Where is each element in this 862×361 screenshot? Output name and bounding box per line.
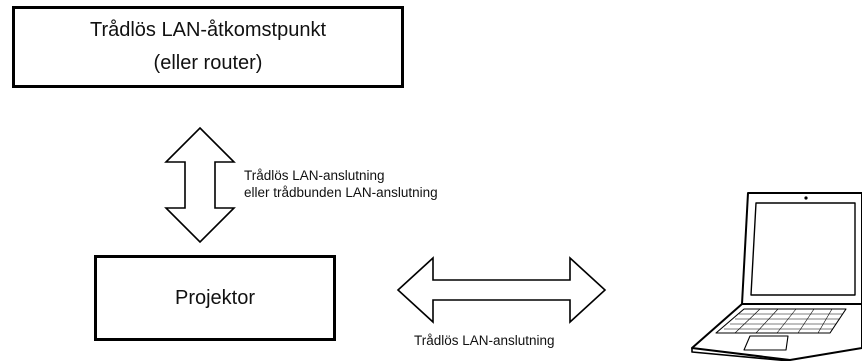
horizontal-double-arrow-icon: [396, 256, 607, 324]
laptop-icon: [691, 192, 862, 361]
access-point-title: Trådlös LAN-åtkomstpunkt: [89, 19, 326, 41]
connection-line-2: eller trådbunden LAN-anslutning: [244, 185, 438, 200]
vertical-double-arrow-icon: [164, 126, 236, 244]
projector-laptop-connection-label: Trådlös LAN-anslutning: [414, 333, 555, 348]
projector-box: Projektor: [94, 255, 336, 341]
access-point-subtitle: (eller router): [153, 52, 263, 74]
connection-line-1: Trådlös LAN-anslutning: [244, 168, 385, 183]
ap-projector-connection-label: Trådlös LAN-anslutning eller trådbunden …: [244, 167, 438, 201]
projector-label: Projektor: [174, 286, 256, 309]
access-point-box: Trådlös LAN-åtkomstpunkt (eller router): [12, 6, 404, 88]
